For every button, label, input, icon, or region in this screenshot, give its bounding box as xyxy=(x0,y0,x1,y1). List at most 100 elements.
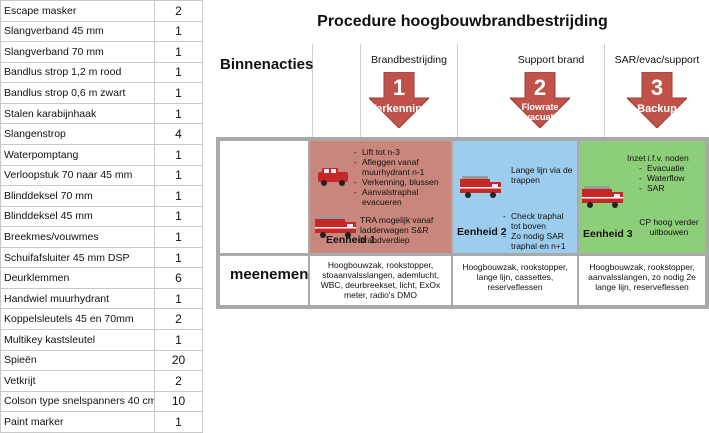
equipment-quantity: 1 xyxy=(154,164,203,187)
equipment-name: Schuifafsluiter 45 mm DSP xyxy=(0,246,155,269)
unit-2-action: Check traphal tot boven xyxy=(503,211,575,231)
actions-label-cell xyxy=(220,141,308,253)
phase-arrow-3: 3 Backup xyxy=(627,72,687,128)
unit-2-meenemen: Hoogbouwzak, rookstopper, lange lijn, ca… xyxy=(453,256,577,305)
unit-3-subaction: Waterflow xyxy=(639,173,699,183)
unit-1-action: Verkenning, blussen xyxy=(354,177,448,187)
phase-number-1: 1 xyxy=(392,75,406,100)
equipment-quantity: 1 xyxy=(154,287,203,310)
equipment-name: Deurklemmen xyxy=(0,267,155,289)
equipment-quantity: 20 xyxy=(154,349,203,372)
unit-3-action-bottom: CP hoog verder uitbouwen xyxy=(639,217,699,237)
equipment-quantity: 1 xyxy=(154,82,203,104)
equipment-quantity: 6 xyxy=(154,267,203,289)
fire-truck-icon xyxy=(582,186,623,208)
unit-1-action-bottom: TRA mogelijk vanaf ladderwagen S&R brand… xyxy=(360,215,434,245)
equipment-name: Verloopstuk 70 naar 45 mm xyxy=(0,164,155,187)
procedure-title: Procedure hoogbouwbrandbestrijding xyxy=(317,13,608,30)
equipment-quantity: 2 xyxy=(154,0,203,22)
column-header-label-2: Support brand xyxy=(517,54,585,66)
phase-number-2: 2 xyxy=(533,75,547,100)
column-header-1: Brandbestrijding xyxy=(360,44,457,138)
equipment-name: Multikey kastsleutel xyxy=(0,329,155,351)
unit-2-action: Zo nodig SAR traphal en n+1 xyxy=(503,231,575,251)
equipment-name: Slangverband 45 mm xyxy=(0,20,155,43)
equipment-quantity: 1 xyxy=(154,41,203,63)
unit-3-subaction: SAR xyxy=(639,183,699,193)
column-header-label-3: SAR/evac/support xyxy=(614,54,700,66)
equipment-quantity: 1 xyxy=(154,20,203,43)
unit-3-label: Eenheid 3 xyxy=(583,228,633,240)
equipment-name: Bandlus strop 0,6 m zwart xyxy=(0,82,155,104)
unit-1-action: Lift tot n-3 xyxy=(354,147,448,157)
down-arrow-icon xyxy=(510,72,570,128)
phase-label-3: Backup xyxy=(637,103,677,115)
fire-truck-icon xyxy=(460,176,501,198)
equipment-quantity: 1 xyxy=(154,61,203,84)
unit-2-actions: Lange lijn via de trappen Check traphal … xyxy=(453,141,577,253)
procedure-panel: Procedure hoogbouwbrandbestrijding Binne… xyxy=(216,0,709,309)
unit-2-action-list: Check traphal tot boven Zo nodig SAR tra… xyxy=(503,211,575,251)
phase-arrow-2: 2 Flowrate Evacuatie xyxy=(510,72,570,128)
equipment-quantity: 1 xyxy=(154,143,203,166)
meenemen-label-cell: meenemen xyxy=(220,256,308,305)
equipment-name: Koppelsleutels 45 en 70mm xyxy=(0,308,155,330)
equipment-name: Slangenstrop xyxy=(0,123,155,145)
equipment-name: Waterpomptang xyxy=(0,143,155,166)
equipment-name: Vetkrijt xyxy=(0,370,155,392)
equipment-name: Handwiel muurhydrant xyxy=(0,287,155,310)
row-label-meenemen: meenemen xyxy=(230,266,309,283)
unit-1-action-list: Lift tot n-3 Afleggen vanaf muurhydrant … xyxy=(354,147,448,207)
unit-3-subaction-list: Evacuatie Waterflow SAR xyxy=(639,163,699,193)
equipment-quantity: 1 xyxy=(154,226,203,248)
equipment-name: Blinddeksel 45 mm xyxy=(0,205,155,228)
column-header-spacer-2 xyxy=(457,44,561,138)
unit-3-meenemen: Hoogbouwzak, rookstopper, aanvalsslangen… xyxy=(579,256,705,305)
unit-3-action-top: Inzet i.f.v. noden xyxy=(627,153,689,163)
equipment-quantity: 1 xyxy=(154,185,203,207)
equipment-quantity: 1 xyxy=(154,102,203,125)
equipment-name: Bandlus strop 1,2 m rood xyxy=(0,61,155,84)
unit-2-label: Eenheid 2 xyxy=(457,226,507,238)
equipment-quantity: 2 xyxy=(154,370,203,392)
column-header-label-1: Brandbestrijding xyxy=(371,54,447,66)
header-spacer xyxy=(312,44,360,138)
unit-1-meenemen: Hoogbouwzak, rookstopper, stoaanvalsslan… xyxy=(310,256,451,305)
equipment-name: Escape masker xyxy=(0,0,155,22)
equipment-quantity: 1 xyxy=(154,411,203,433)
equipment-name: Spieën xyxy=(0,349,155,372)
row-label-binnenacties: Binnenacties xyxy=(220,56,314,73)
command-car-icon xyxy=(318,168,348,186)
equipment-quantity: 1 xyxy=(154,246,203,269)
down-arrow-icon xyxy=(627,72,687,128)
column-header-2: Support brand xyxy=(498,44,604,138)
equipment-quantity: 4 xyxy=(154,123,203,145)
column-header-3: SAR/evac/support xyxy=(604,44,709,138)
phase-number-3: 3 xyxy=(650,75,664,100)
down-arrow-icon xyxy=(369,72,429,128)
equipment-name: Slangverband 70 mm xyxy=(0,41,155,63)
phase-arrow-1: 1 Verkenning xyxy=(369,72,429,128)
equipment-name: Blinddeksel 70 mm xyxy=(0,185,155,207)
